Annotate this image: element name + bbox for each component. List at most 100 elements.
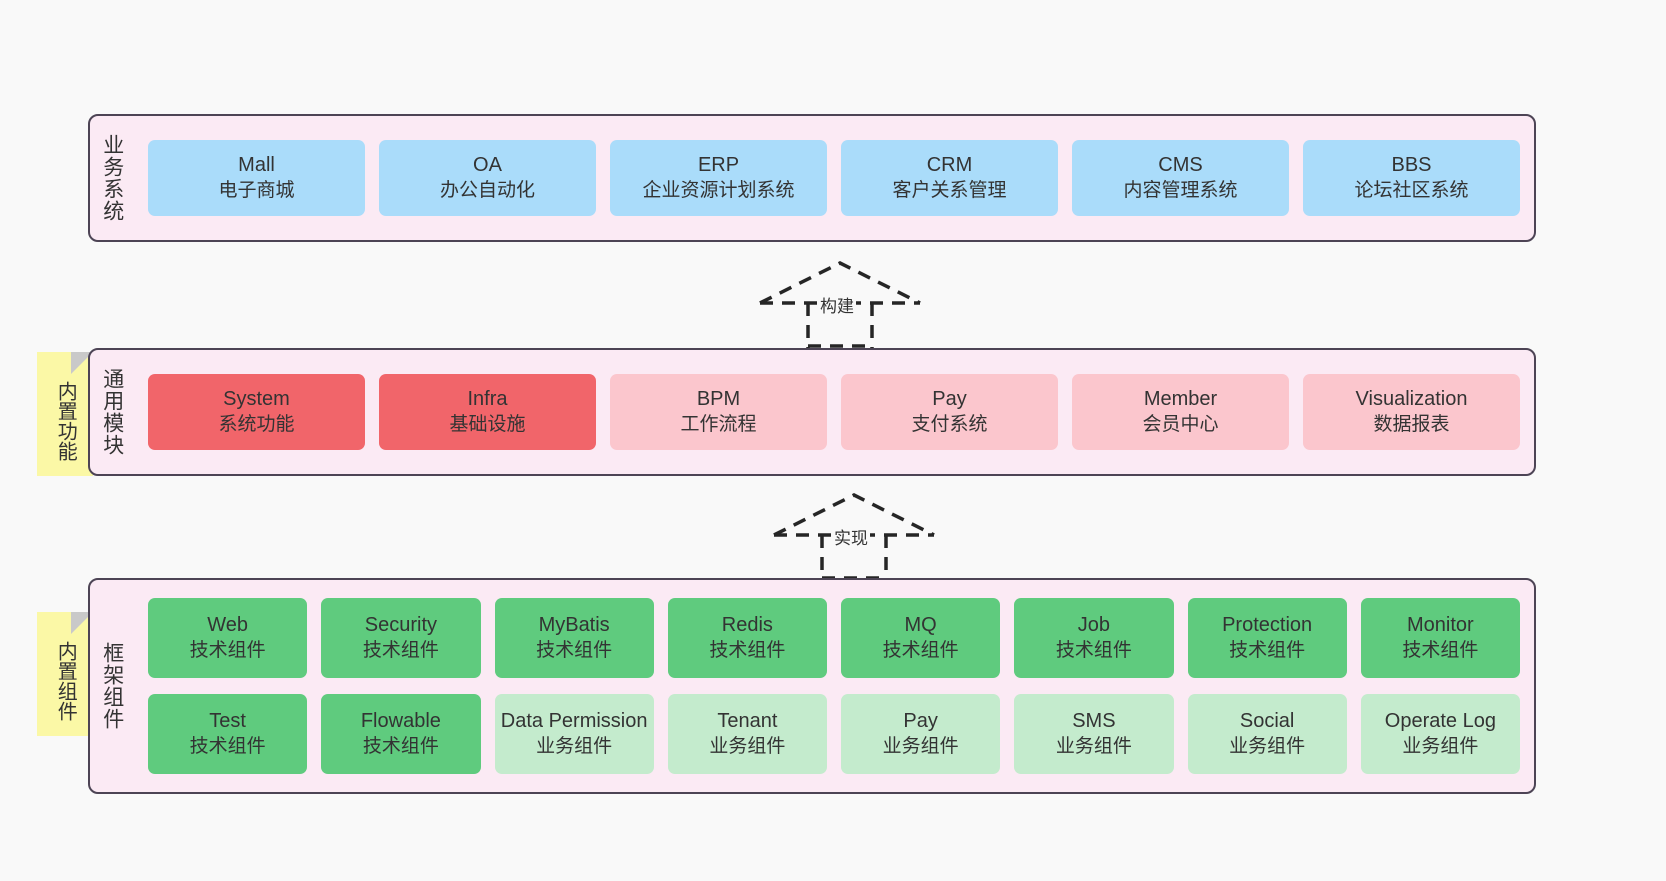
node-title: Operate Log xyxy=(1384,710,1496,733)
node-title: Security xyxy=(364,614,437,637)
node-subtitle: 技术组件 xyxy=(189,639,266,661)
node-visualization[interactable]: Visualization 数据报表 xyxy=(1303,374,1520,450)
node-title: CMS xyxy=(1158,154,1203,177)
layer-row: System 系统功能 Infra 基础设施 BPM 工作流程 Pay 支付系统… xyxy=(148,374,1520,450)
node-tenant[interactable]: Tenant 业务组件 xyxy=(667,694,827,774)
connector-label-implement: 实现 xyxy=(832,524,870,549)
sticky-note-label: 内置组件 xyxy=(54,641,77,721)
node-test[interactable]: Test 技术组件 xyxy=(148,694,308,774)
node-member[interactable]: Member 会员中心 xyxy=(1072,374,1289,450)
connector-implement: 实现 xyxy=(764,490,944,580)
node-subtitle: 数据报表 xyxy=(1373,413,1450,435)
node-protection[interactable]: Protection 技术组件 xyxy=(1187,598,1347,678)
node-title: MyBatis xyxy=(538,614,610,637)
node-system[interactable]: System 系统功能 xyxy=(148,374,365,450)
node-subtitle: 技术组件 xyxy=(709,639,786,661)
node-subtitle: 内容管理系统 xyxy=(1123,179,1238,201)
node-subtitle: 业务组件 xyxy=(709,735,786,757)
node-pay-component[interactable]: Pay 业务组件 xyxy=(841,694,1001,774)
node-title: Member xyxy=(1143,388,1218,411)
node-subtitle: 电子商城 xyxy=(218,179,295,201)
layer-row: Mall 电子商城 OA 办公自动化 ERP 企业资源计划系统 CRM 客户关系… xyxy=(148,140,1520,216)
layer-row: Test 技术组件 Flowable 技术组件 Data Permission … xyxy=(148,694,1520,774)
node-subtitle: 办公自动化 xyxy=(439,179,535,201)
sticky-note-builtin-functions: 内置功能 xyxy=(37,352,93,476)
node-mq[interactable]: MQ 技术组件 xyxy=(841,598,1001,678)
node-title: Social xyxy=(1239,710,1295,733)
node-title: Infra xyxy=(467,388,508,411)
connector-label-build: 构建 xyxy=(818,292,856,317)
node-security[interactable]: Security 技术组件 xyxy=(321,598,481,678)
node-bbs[interactable]: BBS 论坛社区系统 xyxy=(1303,140,1520,216)
node-subtitle: 论坛社区系统 xyxy=(1354,179,1469,201)
layer-title-common: 通用模块 xyxy=(100,368,124,456)
node-data-permission[interactable]: Data Permission 业务组件 xyxy=(494,694,654,774)
node-job[interactable]: Job 技术组件 xyxy=(1014,598,1174,678)
node-subtitle: 技术组件 xyxy=(362,735,439,757)
node-infra[interactable]: Infra 基础设施 xyxy=(379,374,596,450)
sticky-note-label: 内置功能 xyxy=(54,381,77,461)
node-flowable[interactable]: Flowable 技术组件 xyxy=(321,694,481,774)
node-subtitle: 技术组件 xyxy=(882,639,959,661)
node-oa[interactable]: OA 办公自动化 xyxy=(379,140,596,216)
node-subtitle: 会员中心 xyxy=(1142,413,1219,435)
sticky-note-builtin-components: 内置组件 xyxy=(37,612,93,736)
node-title: ERP xyxy=(697,154,740,177)
node-web[interactable]: Web 技术组件 xyxy=(148,598,308,678)
node-subtitle: 系统功能 xyxy=(218,413,295,435)
node-subtitle: 客户关系管理 xyxy=(892,179,1007,201)
node-sms[interactable]: SMS 业务组件 xyxy=(1014,694,1174,774)
node-subtitle: 技术组件 xyxy=(189,735,266,757)
node-redis[interactable]: Redis 技术组件 xyxy=(667,598,827,678)
node-subtitle: 技术组件 xyxy=(1229,639,1306,661)
layer-framework-components: 框架组件 Web 技术组件 Security 技术组件 MyBatis 技术组件… xyxy=(88,578,1536,794)
generalization-arrow-icon xyxy=(759,261,921,348)
node-subtitle: 基础设施 xyxy=(449,413,526,435)
node-subtitle: 业务组件 xyxy=(1402,735,1479,757)
node-title: Redis xyxy=(721,614,773,637)
node-title: Pay xyxy=(932,388,967,411)
node-cms[interactable]: CMS 内容管理系统 xyxy=(1072,140,1289,216)
layer-title-framework: 框架组件 xyxy=(100,642,124,730)
node-erp[interactable]: ERP 企业资源计划系统 xyxy=(610,140,827,216)
node-title: BBS xyxy=(1391,154,1432,177)
node-title: Test xyxy=(209,710,246,733)
node-title: Protection xyxy=(1222,614,1313,637)
node-title: Data Permission xyxy=(500,710,648,733)
layer-title-business: 业务系统 xyxy=(100,134,124,222)
layer-row: Web 技术组件 Security 技术组件 MyBatis 技术组件 Redi… xyxy=(148,598,1520,678)
node-title: OA xyxy=(473,154,502,177)
node-title: Monitor xyxy=(1407,614,1474,637)
layer-business-systems: 业务系统 Mall 电子商城 OA 办公自动化 ERP 企业资源计划系统 CRM… xyxy=(88,114,1536,242)
node-title: Flowable xyxy=(360,710,441,733)
node-subtitle: 工作流程 xyxy=(680,413,757,435)
node-social[interactable]: Social 业务组件 xyxy=(1187,694,1347,774)
node-mall[interactable]: Mall 电子商城 xyxy=(148,140,365,216)
node-subtitle: 业务组件 xyxy=(1229,735,1306,757)
node-title: SMS xyxy=(1072,710,1116,733)
node-monitor[interactable]: Monitor 技术组件 xyxy=(1360,598,1520,678)
node-subtitle: 企业资源计划系统 xyxy=(642,179,795,201)
node-title: Web xyxy=(207,614,248,637)
connector-build: 构建 xyxy=(750,258,930,348)
node-title: BPM xyxy=(696,388,741,411)
node-title: Mall xyxy=(238,154,275,177)
node-title: System xyxy=(223,388,290,411)
node-title: MQ xyxy=(904,614,937,637)
node-pay[interactable]: Pay 支付系统 xyxy=(841,374,1058,450)
node-bpm[interactable]: BPM 工作流程 xyxy=(610,374,827,450)
node-operate-log[interactable]: Operate Log 业务组件 xyxy=(1360,694,1520,774)
node-title: Pay xyxy=(903,710,938,733)
node-title: Job xyxy=(1077,614,1110,637)
layer-body-framework: Web 技术组件 Security 技术组件 MyBatis 技术组件 Redi… xyxy=(134,580,1534,792)
node-subtitle: 技术组件 xyxy=(1402,639,1479,661)
node-crm[interactable]: CRM 客户关系管理 xyxy=(841,140,1058,216)
layer-common-modules: 通用模块 System 系统功能 Infra 基础设施 BPM 工作流程 Pay… xyxy=(88,348,1536,476)
node-mybatis[interactable]: MyBatis 技术组件 xyxy=(494,598,654,678)
node-title: Tenant xyxy=(717,710,778,733)
node-subtitle: 业务组件 xyxy=(1055,735,1132,757)
node-subtitle: 业务组件 xyxy=(536,735,613,757)
layer-body-common: System 系统功能 Infra 基础设施 BPM 工作流程 Pay 支付系统… xyxy=(134,350,1534,474)
node-title: Visualization xyxy=(1355,388,1468,411)
